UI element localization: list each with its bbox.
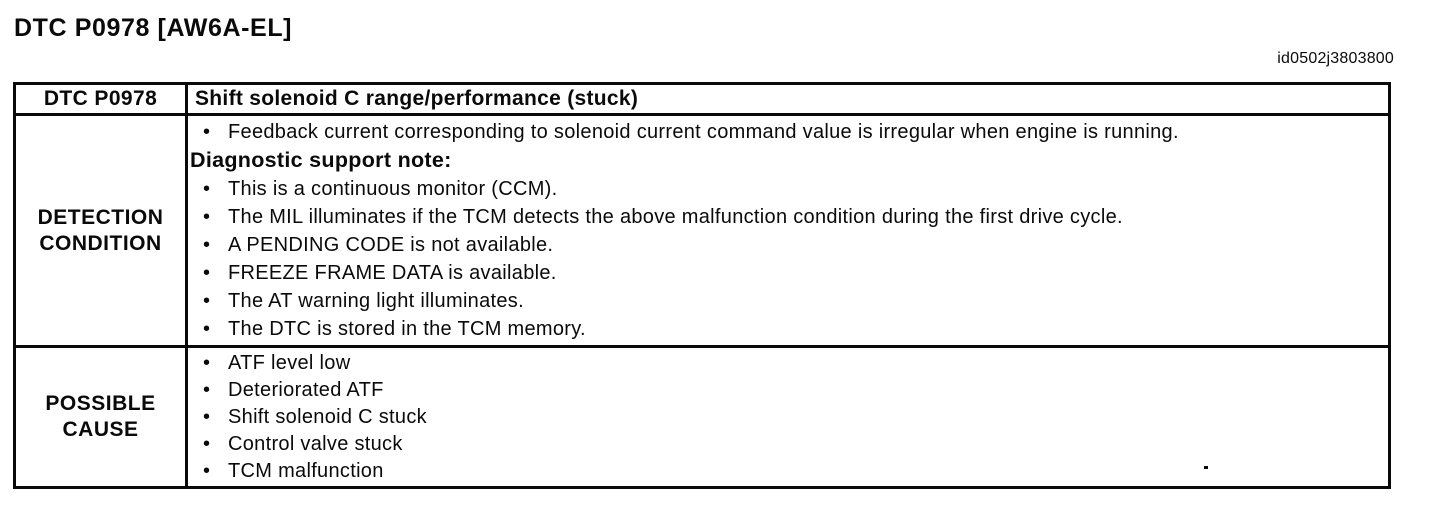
scan-artifact-dot [1204, 466, 1208, 469]
detection-condition-label: DETECTION CONDITION [16, 116, 188, 348]
detection-condition-content: Feedback current corresponding to soleno… [188, 116, 1388, 348]
detection-note-bullet: This is a continuous monitor (CCM). [188, 175, 1388, 203]
possible-cause-bullet: ATF level low [188, 350, 1388, 377]
possible-cause-bullet: Shift solenoid C stuck [188, 404, 1388, 431]
possible-cause-content: ATF level low Deteriorated ATF Shift sol… [188, 348, 1388, 486]
detection-note-bullet: The DTC is stored in the TCM memory. [188, 315, 1388, 343]
page-title: DTC P0978 [AW6A-EL] [14, 14, 293, 42]
diagnostic-support-note-heading: Diagnostic support note: [190, 148, 452, 172]
detection-intro-list: Feedback current corresponding to soleno… [188, 118, 1388, 146]
detection-note-bullet: The MIL illuminates if the TCM detects t… [188, 203, 1388, 231]
possible-cause-bullet: TCM malfunction [188, 458, 1388, 485]
possible-cause-label: POSSIBLE CAUSE [16, 348, 188, 486]
doc-ref-id: id0502j3803800 [1277, 50, 1394, 67]
detection-intro-bullet: Feedback current corresponding to soleno… [188, 118, 1388, 146]
possible-cause-list: ATF level low Deteriorated ATF Shift sol… [188, 350, 1388, 485]
dtc-code-cell: DTC P0978 [16, 85, 188, 116]
detection-note-bullet: The AT warning light illuminates. [188, 287, 1388, 315]
possible-cause-bullet: Control valve stuck [188, 431, 1388, 458]
dtc-description-cell: Shift solenoid C range/performance (stuc… [188, 85, 1388, 116]
detection-note-list: This is a continuous monitor (CCM). The … [188, 175, 1388, 343]
dtc-table: DTC P0978 Shift solenoid C range/perform… [13, 82, 1391, 489]
detection-note-bullet: A PENDING CODE is not available. [188, 231, 1388, 259]
possible-cause-bullet: Deteriorated ATF [188, 377, 1388, 404]
detection-note-bullet: FREEZE FRAME DATA is available. [188, 259, 1388, 287]
